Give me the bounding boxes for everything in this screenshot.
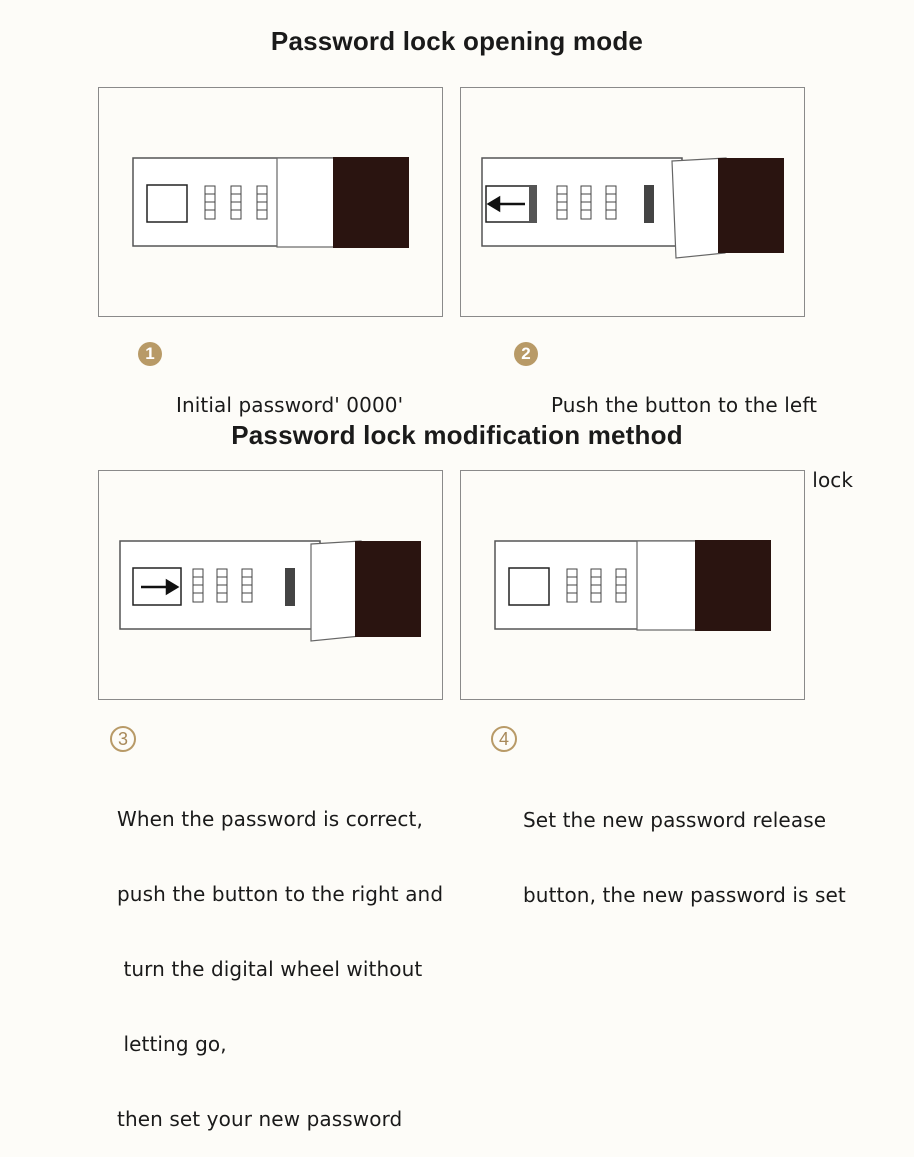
- caption-line: Set the new password release: [523, 808, 827, 832]
- strap-block: [333, 157, 409, 248]
- step-3-caption: When the password is correct, push the b…: [117, 757, 443, 1157]
- strap-block: [718, 158, 784, 253]
- knob-icon: [644, 185, 654, 223]
- lock-illustration-initial: [132, 157, 409, 248]
- caption-line: then set your new password: [117, 1107, 403, 1131]
- step-badge-4: 4: [491, 726, 517, 752]
- lock-illustration-push-left: [481, 157, 784, 259]
- caption-line: Initial password' 0000': [176, 393, 404, 417]
- latch-block: [276, 157, 335, 248]
- button-square-icon: [146, 184, 188, 223]
- step-badge-2: 2: [514, 342, 538, 366]
- arrow-right-icon: [141, 578, 180, 596]
- strap-block: [695, 540, 771, 631]
- caption-line: When the password is correct,: [117, 807, 423, 831]
- button-square-icon: [508, 567, 550, 606]
- lock-illustration-new-password: [494, 540, 771, 631]
- panel-step-2: [460, 87, 805, 317]
- step-4-caption: Set the new password release button, the…: [523, 758, 846, 933]
- caption-line: Push the button to the left: [551, 393, 818, 417]
- arrow-left-icon: [486, 195, 525, 213]
- heading-modification-method: Password lock modification method: [231, 420, 683, 450]
- caption-line: turn the digital wheel without: [117, 957, 423, 981]
- strap-block: [355, 541, 421, 637]
- caption-line: push the button to the right and: [117, 882, 444, 906]
- step-badge-1: 1: [138, 342, 162, 366]
- knob-icon: [285, 568, 295, 606]
- panel-step-4: [460, 470, 805, 700]
- step-1-caption: Initial password' 0000': [176, 343, 403, 443]
- digit-wheels-icon: [192, 568, 253, 603]
- panel-step-1: [98, 87, 443, 317]
- panel-step-3: [98, 470, 443, 700]
- latch-block: [636, 540, 698, 631]
- latch-block: [310, 540, 362, 642]
- caption-line: button, the new password is set: [523, 883, 846, 907]
- lock-illustration-push-right: [119, 540, 421, 642]
- digit-wheels-icon: [204, 185, 268, 220]
- digit-wheels-icon: [556, 185, 617, 220]
- digit-wheels-icon: [566, 568, 627, 603]
- caption-line: letting go,: [117, 1032, 227, 1056]
- button-slider-icon: [529, 185, 537, 223]
- latch-block: [671, 157, 727, 259]
- heading-opening-mode: Password lock opening mode: [270, 26, 644, 56]
- step-badge-3: 3: [110, 726, 136, 752]
